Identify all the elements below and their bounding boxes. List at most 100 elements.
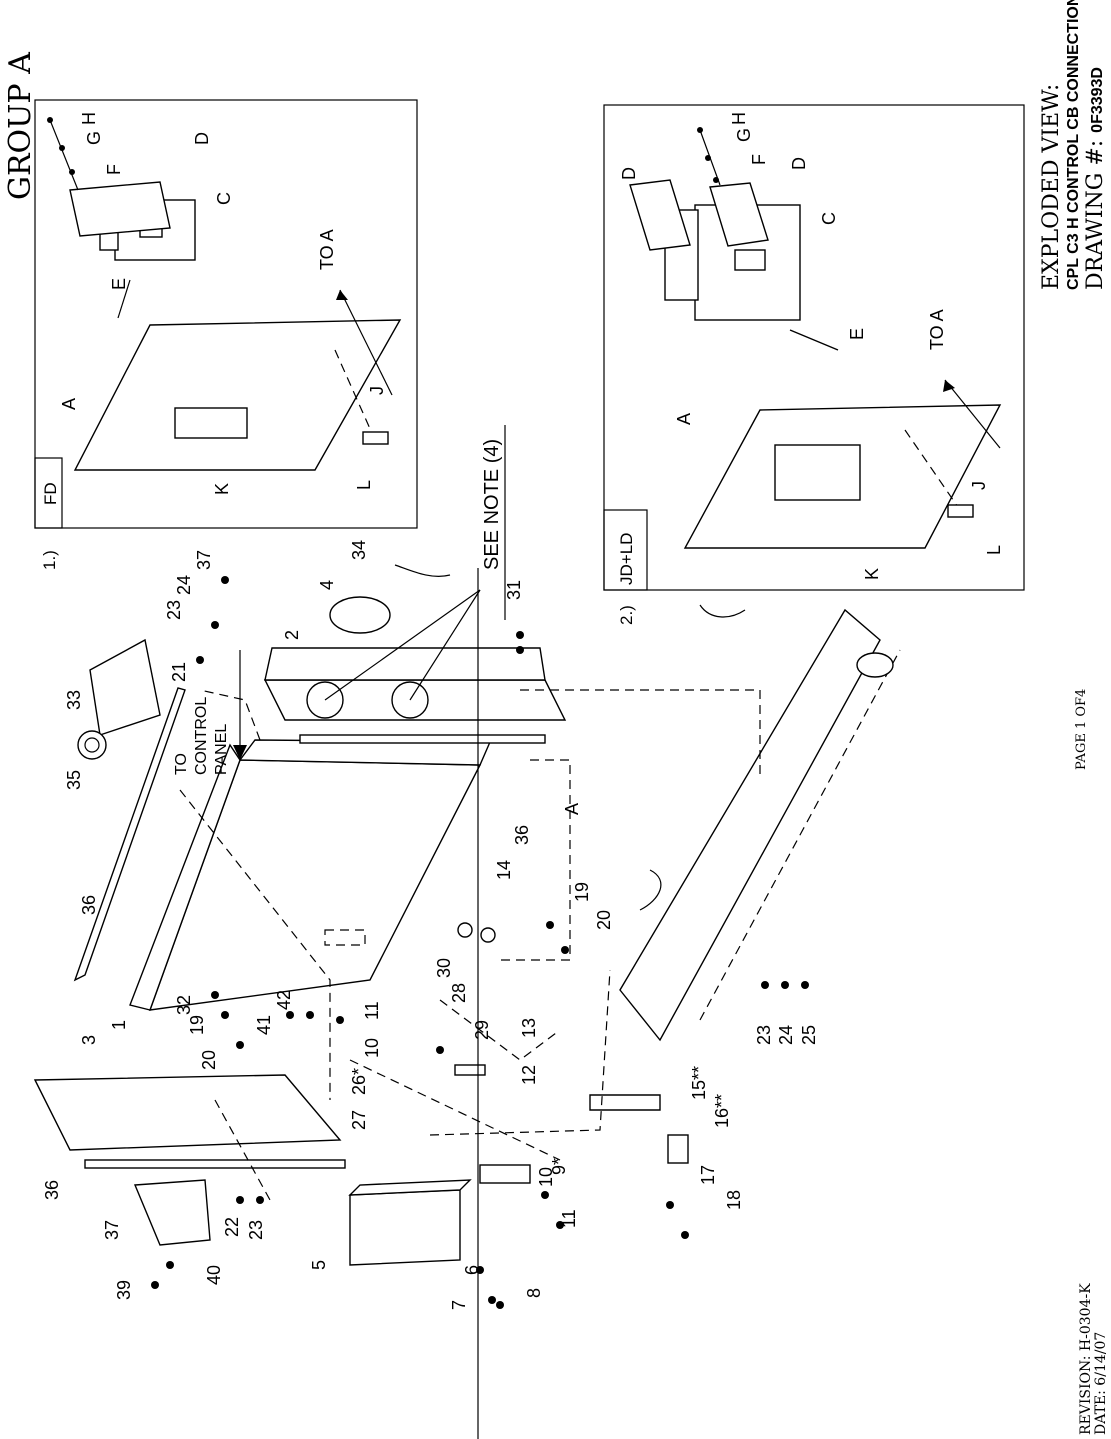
see-note: SEE NOTE (4) bbox=[481, 439, 503, 570]
d2-callout-c: C bbox=[819, 212, 839, 225]
callout-39: 39 bbox=[114, 1280, 134, 1300]
to-control-panel-1: TO bbox=[173, 753, 190, 775]
part-33-grommet bbox=[77, 730, 107, 760]
callout-34: 34 bbox=[349, 540, 369, 560]
callout-37: 37 bbox=[102, 1220, 122, 1240]
detail-1-label: FD bbox=[41, 482, 60, 505]
plate-a bbox=[73, 319, 402, 471]
callout-30: 30 bbox=[434, 958, 454, 978]
part-37-box bbox=[133, 1179, 211, 1246]
cutout-k bbox=[174, 407, 248, 439]
part-14-standoff bbox=[457, 922, 473, 938]
callout-19-a: 19 bbox=[572, 882, 592, 902]
part-1-frame bbox=[148, 759, 482, 1011]
d1-callout-k: K bbox=[212, 483, 232, 495]
d1-callout-e: E bbox=[109, 278, 129, 290]
main-callouts: 1 2 3 4 5 6 7 8 9* 10 11 12 13 14 15** 1… bbox=[42, 540, 819, 1310]
detail-2-label: JD+LD bbox=[617, 533, 636, 585]
callout-10-a: 10 bbox=[536, 1167, 556, 1187]
d1-callout-c: C bbox=[214, 192, 234, 205]
label-d-2 bbox=[629, 179, 691, 251]
part-35-plate bbox=[89, 638, 161, 736]
callout-42: 42 bbox=[274, 990, 294, 1010]
callout-11-a: 11 bbox=[559, 1209, 579, 1228]
d1-callout-j: J bbox=[367, 386, 387, 395]
detail-1-fd: FD 1.) bbox=[34, 99, 418, 570]
callout-7: 7 bbox=[449, 1300, 469, 1310]
callout-23-c: 23 bbox=[754, 1025, 774, 1045]
d2-callout-f: F bbox=[749, 154, 769, 165]
callout-36-b: 36 bbox=[512, 825, 532, 845]
d1-callout-l: L bbox=[354, 480, 374, 490]
callout-27: 27 bbox=[349, 1110, 369, 1130]
part-5-bracket bbox=[349, 1189, 461, 1266]
callout-31: 31 bbox=[504, 580, 524, 600]
part-36-strip-b bbox=[299, 734, 546, 744]
label-d bbox=[69, 181, 171, 237]
d2-callout-e: E bbox=[847, 328, 867, 340]
d2-callout-d2: D bbox=[789, 157, 809, 170]
callout-6: 6 bbox=[462, 1265, 482, 1275]
callout-1: 1 bbox=[109, 1020, 129, 1030]
title-line-1: EXPLODED VIEW: bbox=[1039, 84, 1064, 290]
callout-29: 29 bbox=[472, 1020, 492, 1040]
callout-16: 16** bbox=[712, 1094, 732, 1128]
callout-8: 8 bbox=[524, 1288, 544, 1298]
callout-33: 33 bbox=[64, 690, 84, 710]
callout-19-b: 19 bbox=[187, 1015, 207, 1035]
callout-11-b: 11 bbox=[362, 1001, 382, 1020]
callout-36-a: 36 bbox=[79, 895, 99, 915]
d1-callout-h: H bbox=[79, 112, 99, 125]
plate-l-2 bbox=[947, 504, 974, 518]
part-9-terminal bbox=[479, 1164, 531, 1184]
d1-callout-g: G bbox=[84, 131, 104, 145]
callout-17: 17 bbox=[698, 1165, 718, 1185]
callout-23-b: 23 bbox=[164, 600, 184, 620]
d2-callout-l: L bbox=[984, 545, 1004, 555]
callout-2: 2 bbox=[282, 630, 302, 640]
callout-25: 25 bbox=[799, 1025, 819, 1045]
callout-a-main: A bbox=[562, 803, 582, 815]
callout-20-b: 20 bbox=[199, 1050, 219, 1070]
callout-26: 26* bbox=[349, 1068, 369, 1095]
callout-20-a: 20 bbox=[594, 910, 614, 930]
callout-40: 40 bbox=[204, 1265, 224, 1285]
callout-14: 14 bbox=[494, 860, 514, 880]
callout-3: 3 bbox=[79, 1035, 99, 1045]
callout-23-a: 23 bbox=[246, 1220, 266, 1240]
main-assembly bbox=[33, 425, 901, 1439]
part-36-strip-c bbox=[84, 1159, 346, 1169]
date-text: DATE: 6/14/07 bbox=[1093, 1332, 1109, 1435]
drawing-number-prefix: DRAWING #: bbox=[1083, 133, 1108, 290]
part-16-block bbox=[667, 1134, 689, 1164]
d2-callout-j: J bbox=[969, 481, 989, 490]
callout-28: 28 bbox=[449, 983, 469, 1003]
callout-9: 9* bbox=[549, 1158, 569, 1175]
d1-callout-f: F bbox=[104, 164, 124, 175]
page-number: PAGE 1 OF4 bbox=[1074, 689, 1089, 770]
callout-10-b: 10 bbox=[362, 1038, 382, 1058]
d2-callout-a: A bbox=[674, 413, 694, 425]
callout-4: 4 bbox=[317, 580, 337, 590]
callout-13: 13 bbox=[519, 1018, 539, 1038]
d1-to-a: TO A bbox=[317, 229, 337, 270]
callout-15: 15** bbox=[689, 1066, 709, 1100]
callout-35: 35 bbox=[64, 770, 84, 790]
d2-callout-h: H bbox=[729, 112, 749, 125]
d1-callout-d: D bbox=[192, 132, 212, 145]
callout-38: 37 bbox=[194, 550, 214, 570]
plate-l bbox=[362, 431, 389, 445]
title-block: EXPLODED VIEW: CPL C3 H CONTROL CB CONNE… bbox=[1039, 0, 1108, 290]
part-4-grommet bbox=[329, 596, 391, 634]
part-34-cable bbox=[394, 564, 451, 577]
callout-32: 32 bbox=[174, 995, 194, 1015]
callout-22: 22 bbox=[222, 1217, 242, 1237]
d2-callout-d1: D bbox=[619, 167, 639, 180]
title-line-2: CPL C3 H CONTROL CB CONNECTION bbox=[1065, 0, 1082, 290]
callout-36-c: 36 bbox=[42, 1180, 62, 1200]
callout-12: 12 bbox=[519, 1065, 539, 1085]
detail-2-number: 2.) bbox=[617, 605, 636, 625]
to-control-panel-3: PANEL bbox=[213, 724, 230, 775]
d2-to-a: TO A bbox=[927, 309, 947, 350]
revision-text: REVISION: H-0304-K bbox=[1078, 1283, 1094, 1435]
